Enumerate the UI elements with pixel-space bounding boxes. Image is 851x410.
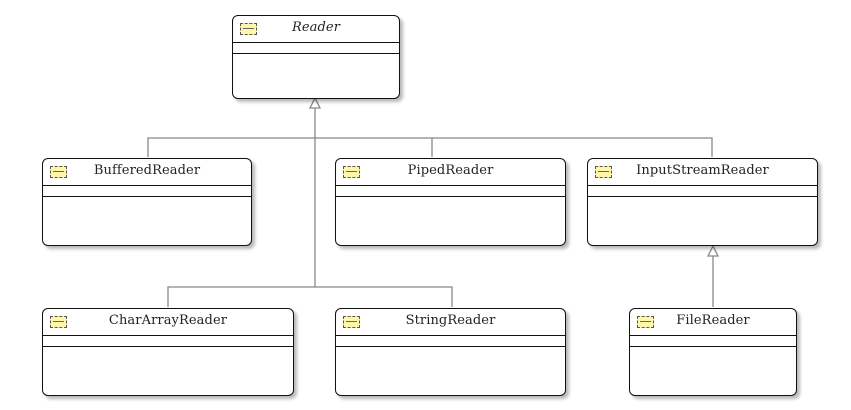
class-icon — [50, 166, 67, 178]
class-reader[interactable]: Reader — [232, 15, 400, 99]
class-icon — [240, 23, 257, 35]
class-header: BufferedReader — [43, 159, 251, 186]
class-inputstreamreader[interactable]: InputStreamReader — [587, 158, 818, 246]
generalization-line-stringreader — [315, 286, 453, 307]
attributes-section — [43, 186, 251, 197]
class-name: FileReader — [676, 313, 750, 328]
class-chararrayreader[interactable]: CharArrayReader — [42, 308, 294, 396]
generalization-line-bufferedreader — [147, 137, 315, 157]
attributes-section — [588, 186, 817, 197]
class-name: InputStreamReader — [636, 163, 769, 178]
class-header: CharArrayReader — [43, 309, 293, 336]
class-icon — [343, 166, 360, 178]
attributes-section — [336, 336, 565, 347]
class-icon — [50, 316, 67, 328]
class-icon — [637, 316, 654, 328]
class-icon — [343, 316, 360, 328]
inheritance-arrow-inputstreamreader — [706, 244, 720, 257]
attributes-section — [336, 186, 565, 197]
class-name: PipedReader — [407, 163, 494, 178]
class-name: CharArrayReader — [108, 313, 228, 328]
attributes-section — [233, 43, 399, 54]
class-pipedreader[interactable]: PipedReader — [335, 158, 566, 246]
class-bufferedreader[interactable]: BufferedReader — [42, 158, 252, 246]
class-name: Reader — [291, 20, 341, 35]
class-name: StringReader — [405, 313, 496, 328]
attributes-section — [630, 336, 796, 347]
class-header: InputStreamReader — [588, 159, 817, 186]
generalization-line-chararrayreader — [167, 286, 315, 307]
class-header: FileReader — [630, 309, 796, 336]
class-name: BufferedReader — [93, 163, 201, 178]
class-filereader[interactable]: FileReader — [629, 308, 797, 396]
generalization-line-pipedreader — [315, 137, 433, 157]
inheritance-arrow-reader — [308, 96, 322, 109]
class-header: Reader — [233, 16, 399, 43]
class-header: PipedReader — [336, 159, 565, 186]
attributes-section — [43, 336, 293, 347]
class-stringreader[interactable]: StringReader — [335, 308, 566, 396]
generalization-line-inputstreamreader — [432, 137, 713, 157]
class-header: StringReader — [336, 309, 565, 336]
class-icon — [595, 166, 612, 178]
